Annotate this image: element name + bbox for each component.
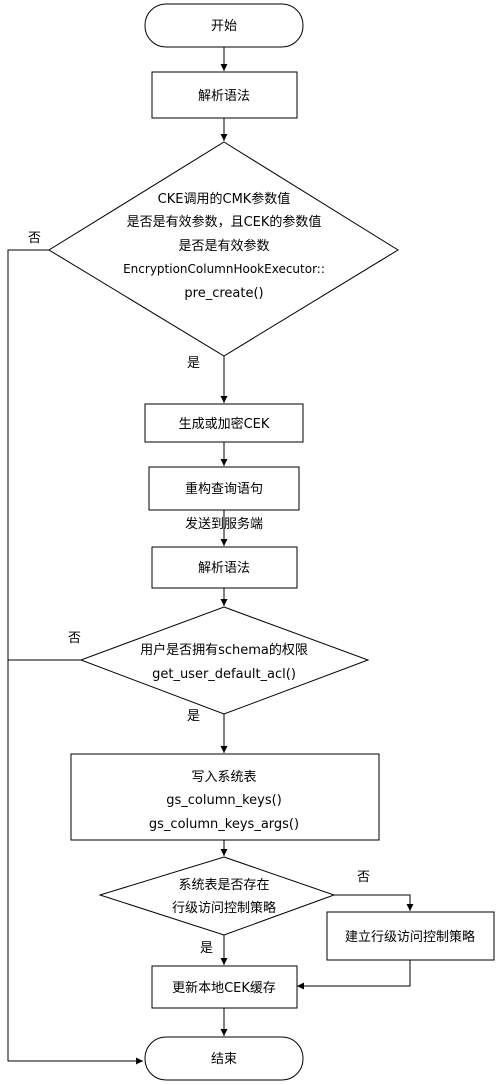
node-parse1-label: 解析语法: [198, 89, 250, 104]
node-decision3: 系统表是否存在 行级访问控制策略: [98, 856, 336, 936]
edge-label-d1-no: 否: [28, 231, 41, 246]
node-update: 更新本地CEK缓存: [151, 965, 298, 1009]
edge-decision1-no: [7, 249, 143, 1065]
edge-decision3-no: [334, 894, 414, 911]
node-start-label: 开始: [211, 19, 237, 34]
node-rebuild-label: 重构查询语句: [185, 481, 263, 497]
edge-labels: 否 是 发送到服务端 否 是 否 是: [28, 231, 370, 956]
node-start: 开始: [144, 3, 304, 48]
edge-label-d1-yes: 是: [187, 356, 200, 371]
node-write-line: gs_column_keys(): [166, 793, 282, 808]
node-parse2-label: 解析语法: [198, 561, 250, 576]
node-write-line: gs_column_keys_args(): [149, 817, 299, 832]
node-rebuild: 重构查询语句: [148, 466, 300, 511]
node-decision1-line: pre_create(): [184, 286, 263, 301]
node-decision1-line: 是否是有效参数: [178, 238, 269, 254]
node-end: 结束: [144, 1036, 304, 1081]
edge-label-d2-yes: 是: [187, 709, 200, 724]
node-parse2: 解析语法: [151, 546, 298, 589]
edge-label-send: 发送到服务端: [185, 516, 263, 532]
edge-policy-update: [297, 960, 411, 990]
node-gen: 生成或加密CEK: [144, 403, 304, 443]
edge-label-d3-yes: 是: [200, 941, 213, 956]
node-decision1-line: CKE调用的CMK参数值: [158, 191, 291, 207]
node-create-policy: 建立行级访问控制策略: [326, 911, 495, 961]
node-decision2-line: 用户是否拥有schema的权限: [140, 642, 308, 658]
node-decision1-line: 是否是有效参数，且CEK的参数值: [127, 214, 322, 230]
node-parse1: 解析语法: [151, 71, 298, 119]
node-decision2-line: get_user_default_acl(): [152, 667, 296, 682]
node-decision2: 用户是否拥有schema的权限 get_user_default_acl(): [79, 606, 370, 715]
node-decision1-line: EncryptionColumnHookExecutor::: [123, 262, 325, 276]
node-create-policy-label: 建立行级访问控制策略: [345, 929, 475, 945]
edge-label-d2-no: 否: [68, 631, 81, 646]
node-decision3-line: 行级访问控制策略: [172, 900, 276, 916]
node-end-label: 结束: [211, 1052, 237, 1067]
edge-label-d3-no: 否: [357, 870, 370, 885]
node-decision1: CKE调用的CMK参数值 是否是有效参数，且CEK的参数值 是否是有效参数 En…: [48, 141, 399, 357]
node-update-label: 更新本地CEK缓存: [172, 980, 276, 996]
node-gen-label: 生成或加密CEK: [179, 416, 270, 432]
edges: [7, 47, 414, 1065]
node-write: 写入系统表 gs_column_keys() gs_column_keys_ar…: [70, 753, 380, 841]
node-decision3-line: 系统表是否存在: [178, 878, 269, 893]
node-write-line: 写入系统表: [191, 770, 256, 785]
